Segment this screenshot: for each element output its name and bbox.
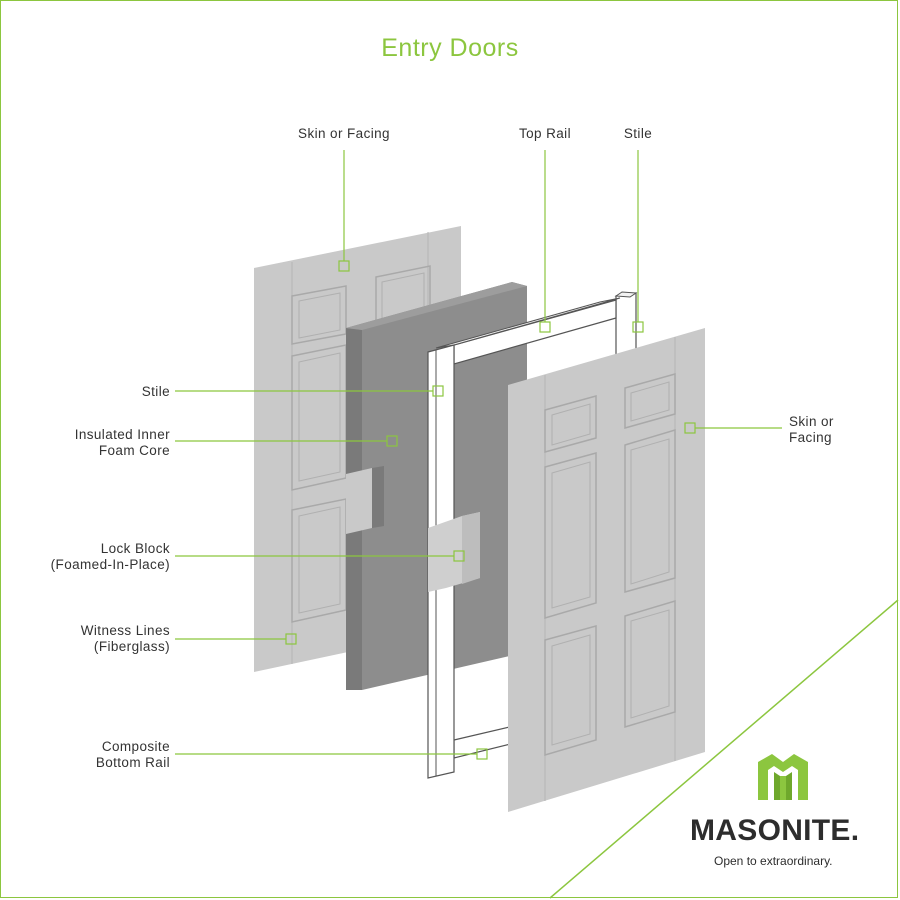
label-line: Stile — [623, 126, 653, 141]
label-line: Skin or — [789, 414, 834, 429]
page-title: Entry Doors — [381, 34, 519, 62]
label-stile-top: Stile — [608, 126, 668, 142]
masonite-m-icon — [758, 754, 808, 800]
callout-marker-bottom-rail — [476, 748, 488, 760]
label-bottom-rail: Composite Bottom Rail — [20, 739, 170, 771]
masonite-logo: MASONITE. Open to extraordinary. — [690, 754, 880, 874]
accent-diagonal — [549, 599, 899, 899]
front-skin-panel — [508, 328, 705, 812]
label-foam-core: Insulated Inner Foam Core — [20, 427, 170, 459]
label-line: Lock Block — [100, 541, 170, 556]
label-skin-or-facing-right: Skin or Facing — [789, 414, 879, 446]
label-line: Top Rail — [519, 126, 571, 141]
label-stile-left: Stile — [40, 384, 170, 400]
label-skin-or-facing-top: Skin or Facing — [284, 126, 404, 142]
label-line: Facing — [789, 430, 832, 445]
label-line: Bottom Rail — [95, 755, 170, 770]
callout-marker-skin-top — [338, 260, 350, 272]
label-line: Composite — [101, 739, 170, 754]
callout-marker-stile-left — [432, 385, 444, 397]
callout-marker-top-rail — [539, 321, 551, 333]
label-line: (Foamed-In-Place) — [50, 557, 170, 572]
label-line: Witness Lines — [80, 623, 170, 638]
label-line: (Fiberglass) — [93, 639, 170, 654]
label-lock-block: Lock Block (Foamed-In-Place) — [20, 541, 170, 573]
callout-marker-stile-top — [632, 321, 644, 333]
label-line: Foam Core — [98, 443, 170, 458]
callout-marker-lock-block — [453, 550, 465, 562]
label-line: Stile — [141, 384, 170, 399]
callout-marker-skin-right — [684, 422, 696, 434]
label-witness-lines: Witness Lines (Fiberglass) — [20, 623, 170, 655]
brand-tagline: Open to extraordinary. — [714, 854, 833, 868]
callout-lines — [175, 150, 782, 760]
callout-marker-foam-core — [386, 435, 398, 447]
callout-marker-witness-lines — [285, 633, 297, 645]
label-line: Insulated Inner — [74, 427, 170, 442]
label-top-rail: Top Rail — [500, 126, 590, 142]
brand-name: MASONITE. — [690, 814, 860, 847]
label-line: Skin or Facing — [298, 126, 390, 141]
